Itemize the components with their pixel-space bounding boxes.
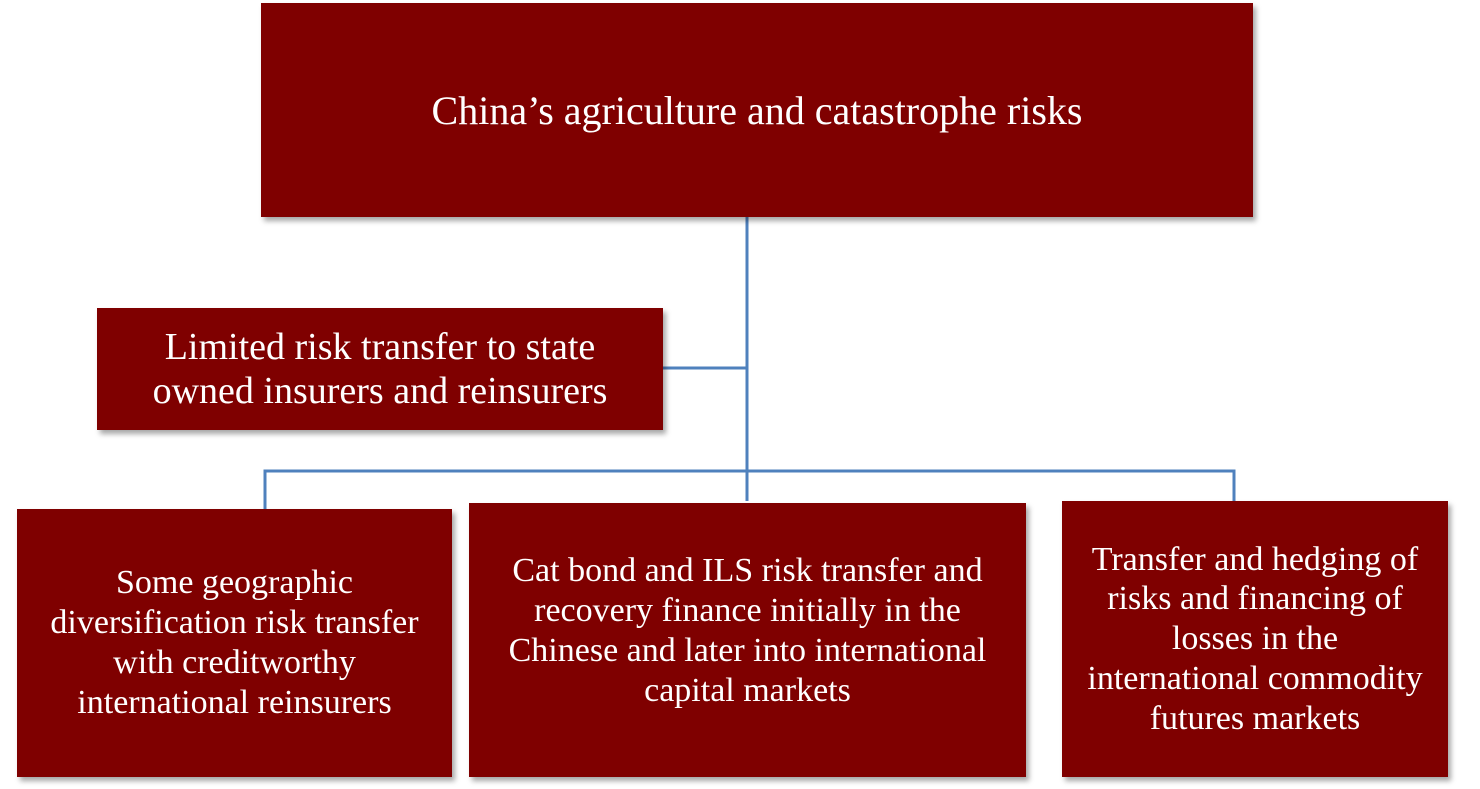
side-node-label: Limited risk transfer to state owned ins… [152,325,608,412]
child-node-reinsurers: Some geographic diversification risk tra… [17,509,452,777]
child-node-label: Cat bond and ILS risk transfer and recov… [508,552,987,709]
child-node-commodity-futures: Transfer and hedging of risks and financ… [1062,501,1448,777]
root-node: China’s agriculture and catastrophe risk… [261,3,1253,217]
child-node-cat-bond: Cat bond and ILS risk transfer and recov… [469,503,1026,777]
root-node-label: China’s agriculture and catastrophe risk… [431,88,1083,133]
child-node-label: Some geographic diversification risk tra… [50,564,419,721]
child-node-label: Transfer and hedging of risks and financ… [1087,540,1423,737]
side-node: Limited risk transfer to state owned ins… [97,308,663,430]
